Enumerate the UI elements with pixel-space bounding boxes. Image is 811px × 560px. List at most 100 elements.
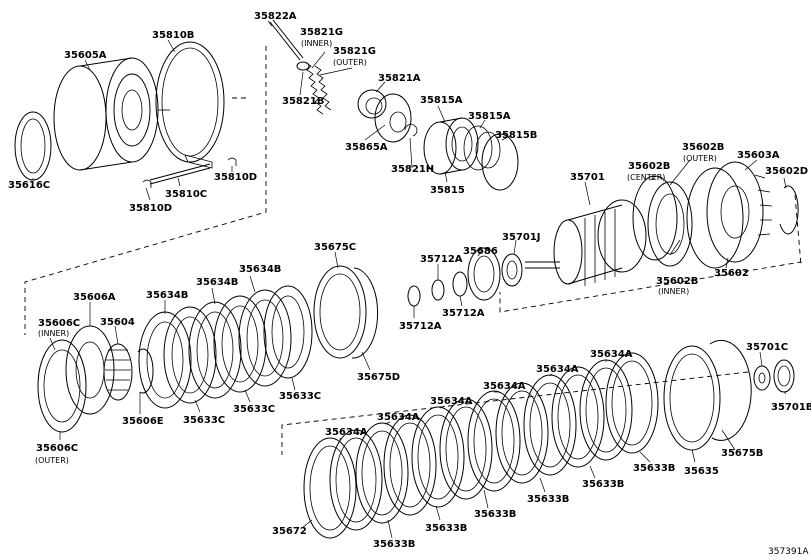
part-35602-carrier <box>686 161 773 269</box>
label-35634A-5: 35634A <box>377 412 420 423</box>
label-35701: 35701 <box>570 172 605 183</box>
label-35633B-1: 35633B <box>633 463 675 474</box>
label-35821H: 35821H <box>391 164 434 175</box>
part-35635-plate <box>663 345 721 451</box>
clutch-pack-b <box>138 285 313 409</box>
label-35675D: 35675D <box>357 372 400 383</box>
label-35606C-inner-note: (INNER) <box>38 329 69 338</box>
part-35821G-springs <box>304 61 332 115</box>
label-35821B: 35821B <box>282 96 324 107</box>
label-35701J: 35701J <box>502 232 541 243</box>
label-35602B-inner-note: (INNER) <box>658 287 689 296</box>
label-35821G-outer-note: (OUTER) <box>333 58 367 67</box>
label-35606A: 35606A <box>73 292 116 303</box>
label-35634B-3: 35634B <box>146 290 188 301</box>
part-35865A-plug <box>374 93 412 143</box>
label-35810C: 35810C <box>165 189 207 200</box>
label-35635: 35635 <box>684 466 719 477</box>
label-35633B-6: 35633B <box>373 539 415 550</box>
label-35633C-3: 35633C <box>279 391 321 402</box>
label-35602B-outer: 35602B <box>682 142 724 153</box>
part-35701J-washer <box>501 253 523 287</box>
label-35634A-2: 35634A <box>536 364 579 375</box>
label-35633B-5: 35633B <box>425 523 467 534</box>
label-35810D-2: 35810D <box>214 172 257 183</box>
label-35865A: 35865A <box>345 142 388 153</box>
part-35810C-pin <box>149 163 211 185</box>
label-35606C-outer-note: (OUTER) <box>35 456 69 465</box>
label-35712A-3: 35712A <box>442 308 485 319</box>
part-35815B-snap-ring <box>481 133 519 191</box>
label-35602: 35602 <box>714 268 749 279</box>
label-35634B-2: 35634B <box>196 277 238 288</box>
part-35810D-pins <box>142 157 237 188</box>
label-35633C-1: 35633C <box>183 415 225 426</box>
label-35605A: 35605A <box>64 50 107 61</box>
label-35701B: 35701B <box>771 402 811 413</box>
label-35686: 35686 <box>463 246 498 257</box>
label-35712A-2: 35712A <box>399 321 442 332</box>
part-35675B-snap-ring <box>709 339 752 441</box>
reference-code: 357391A <box>768 547 809 557</box>
label-35815: 35815 <box>430 185 465 196</box>
assembly-guide-lines <box>24 46 802 455</box>
label-35602B-inner: 35602B <box>656 276 698 287</box>
label-35604: 35604 <box>100 317 135 328</box>
label-35602D: 35602D <box>765 166 808 177</box>
label-35633B-3: 35633B <box>527 494 569 505</box>
label-35634A-1: 35634A <box>590 349 633 360</box>
part-35701C-washer <box>753 365 771 391</box>
part-35616C-snap-ring <box>14 111 52 181</box>
label-35606C-outer: 35606C <box>36 443 78 454</box>
label-35633C-2: 35633C <box>233 404 275 415</box>
label-35602B-center-note: (CENTER) <box>627 173 665 182</box>
label-35822A: 35822A <box>254 11 297 22</box>
clutch-pack-a <box>303 352 659 539</box>
label-35602B-outer-note: (OUTER) <box>683 154 717 163</box>
label-35821A: 35821A <box>378 73 421 84</box>
part-35712A-washers <box>407 271 468 307</box>
label-35634A-3: 35634A <box>483 381 526 392</box>
part-35821H-snap-ring <box>404 124 418 137</box>
label-35634A-4: 35634A <box>430 396 473 407</box>
label-35634A-6: 35634A <box>325 427 368 438</box>
part-35821B-piston <box>296 61 310 71</box>
part-35701B-bearing <box>773 359 795 393</box>
label-35675C: 35675C <box>314 242 356 253</box>
label-35712A-1: 35712A <box>420 254 463 265</box>
label-35603A: 35603A <box>737 150 780 161</box>
label-35821G-inner-note: (INNER) <box>301 39 332 48</box>
label-35606C-inner: 35606C <box>38 318 80 329</box>
leader-lines <box>32 20 787 539</box>
part-35701-hub <box>525 199 647 286</box>
part-35815-piston <box>423 117 479 175</box>
label-35815A-1: 35815A <box>420 95 463 106</box>
label-35606E: 35606E <box>122 416 164 427</box>
part-35821A-cup <box>357 89 387 119</box>
part-35604-spring <box>103 343 133 401</box>
label-35633B-2: 35633B <box>582 479 624 490</box>
label-35634B-1: 35634B <box>239 264 281 275</box>
part-35602D-snap-ring <box>779 185 799 235</box>
part-35686-plate <box>467 247 501 301</box>
label-35821G-outer: 35821G <box>333 46 376 57</box>
label-35672: 35672 <box>272 526 307 537</box>
part-35606C-seals <box>37 339 87 433</box>
part-35605A-drum <box>53 57 170 171</box>
part-35822A-rod <box>269 19 304 61</box>
label-35815B: 35815B <box>495 130 537 141</box>
label-35821G-inner: 35821G <box>300 27 343 38</box>
label-35701C: 35701C <box>746 342 788 353</box>
part-labels: 35822A 35810B 35605A 35821G (INNER) 3582… <box>8 11 811 557</box>
part-35675C-flange <box>313 265 367 359</box>
label-35602B-center: 35602B <box>628 161 670 172</box>
part-35602B-plates <box>632 175 693 267</box>
label-35815A-2: 35815A <box>468 111 511 122</box>
label-35675B: 35675B <box>721 448 763 459</box>
part-35606E-snap-ring <box>137 348 154 394</box>
part-35815A-seals <box>463 125 501 171</box>
label-35616C: 35616C <box>8 180 50 191</box>
label-35810D-1: 35810D <box>129 203 172 214</box>
part-35810B-band <box>155 41 225 169</box>
